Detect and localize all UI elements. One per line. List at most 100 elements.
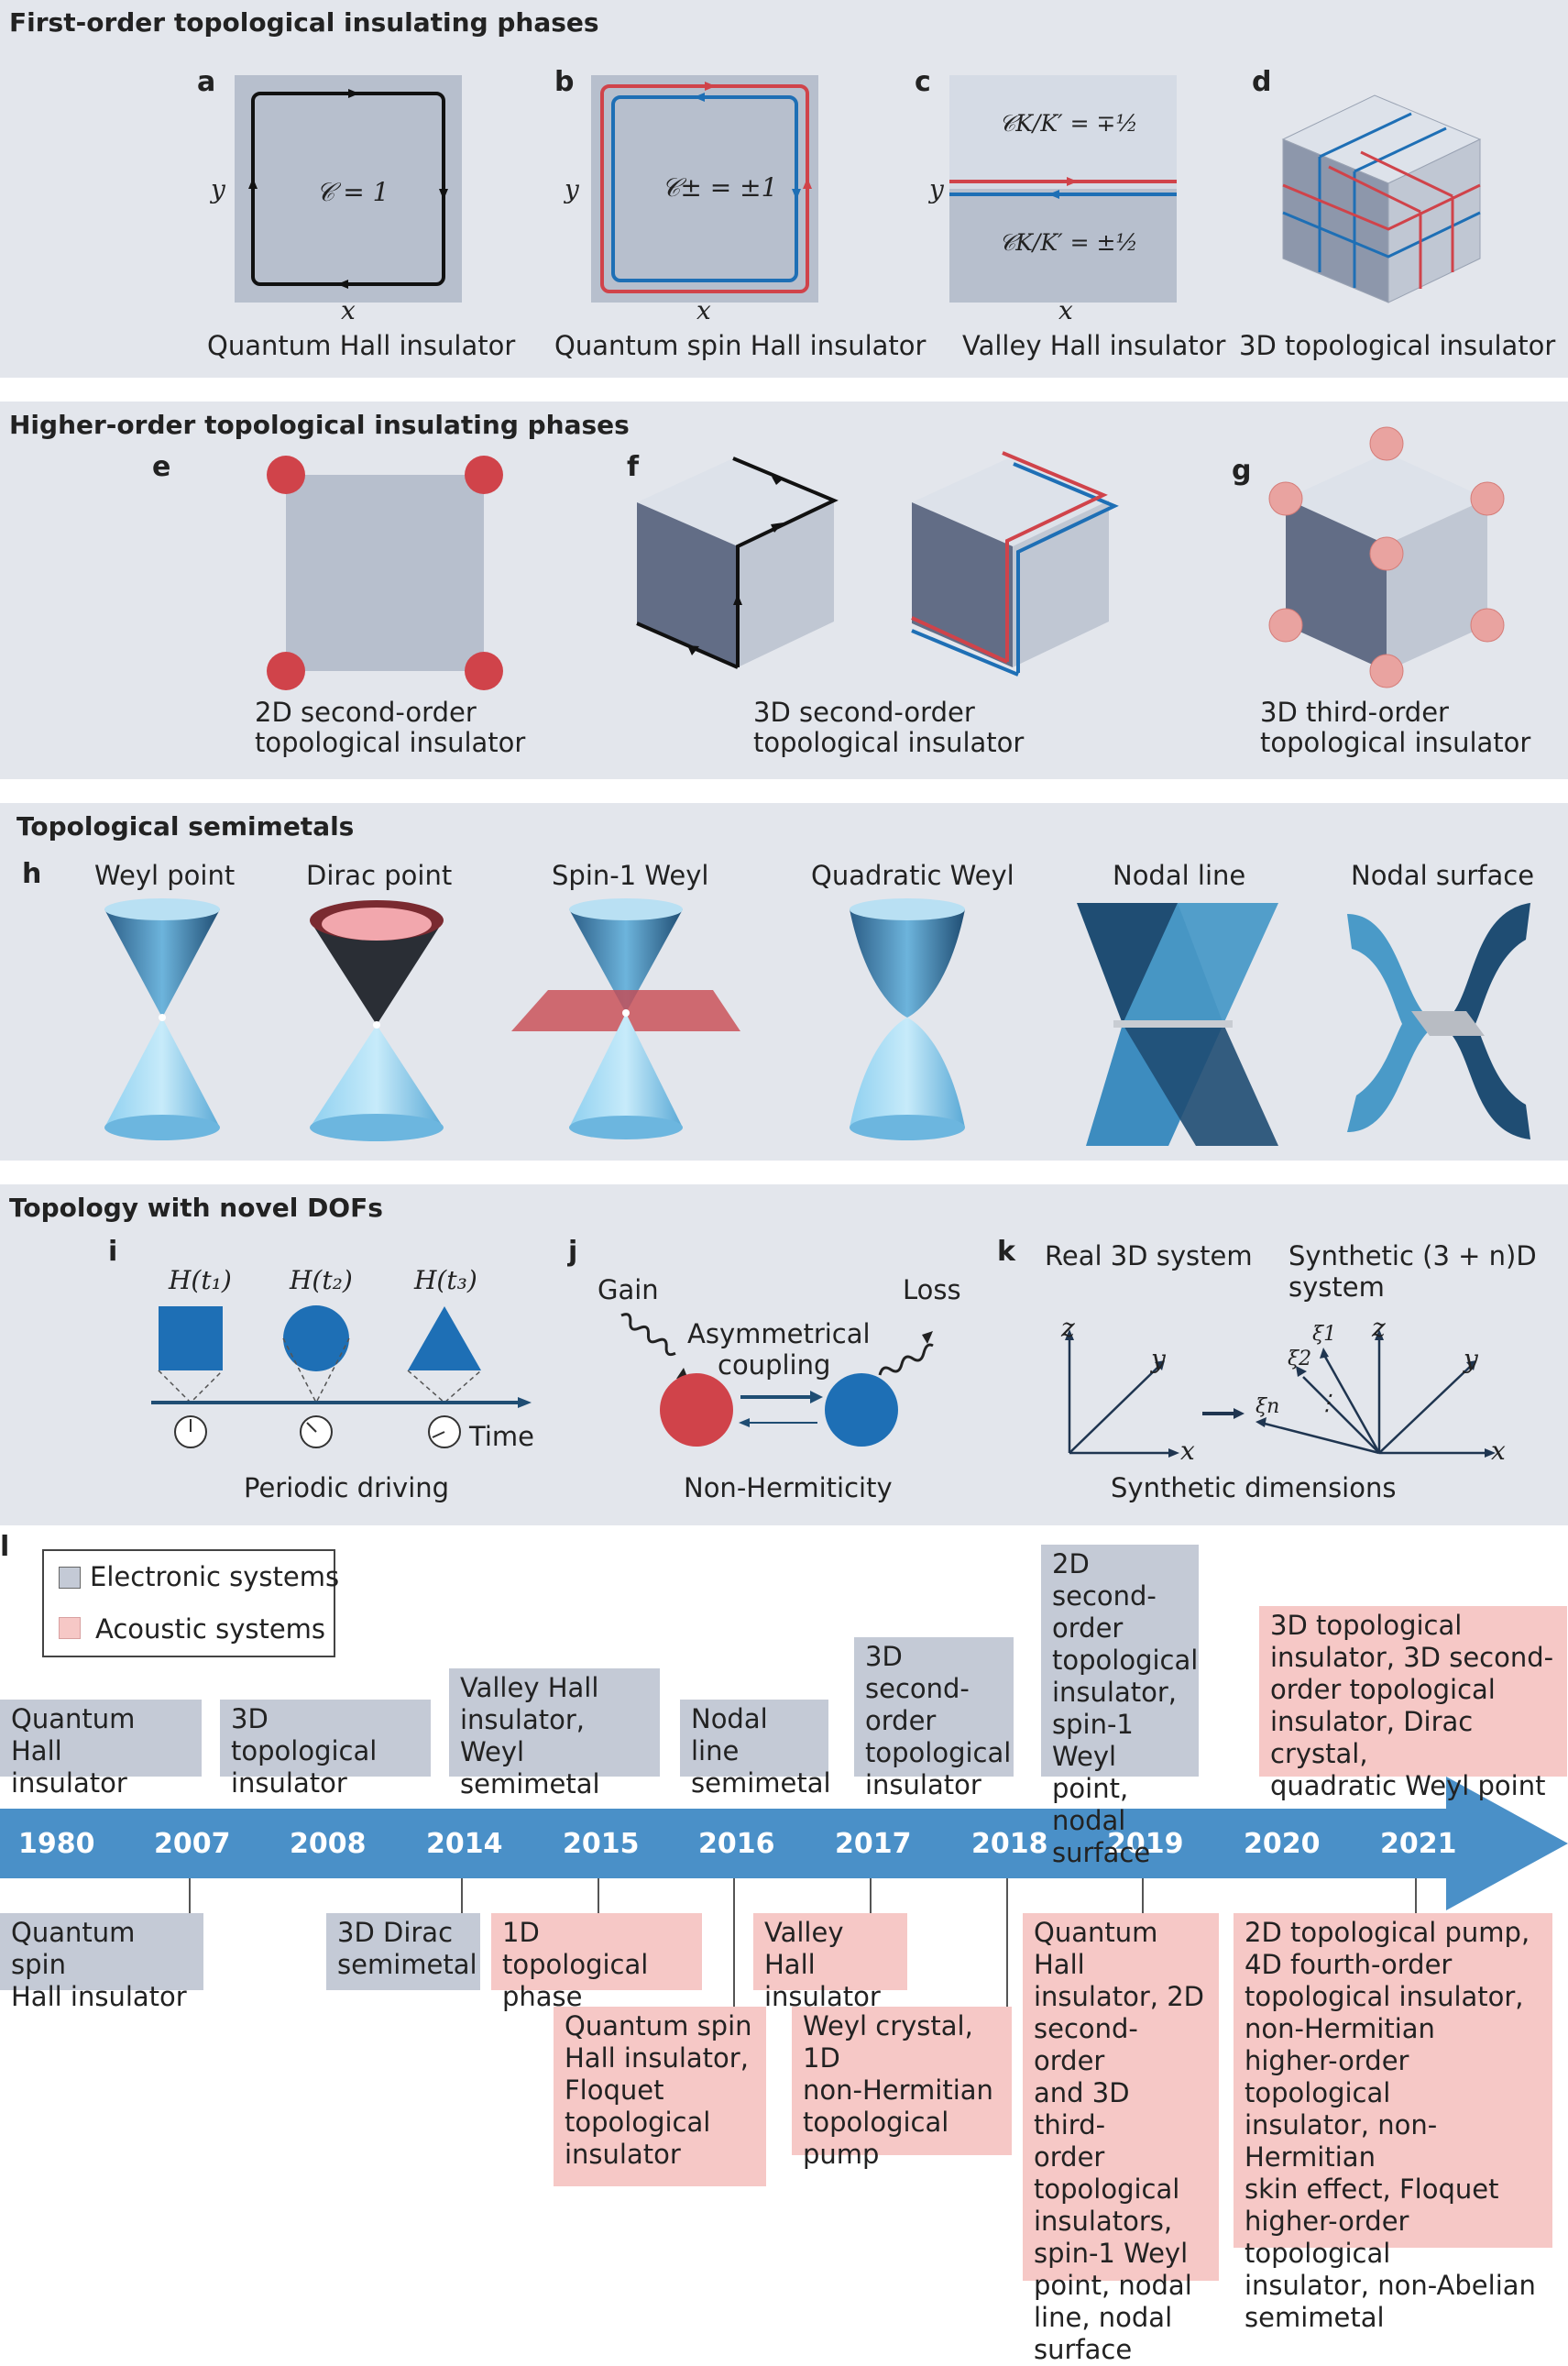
axis-y-b: y [565,174,579,204]
legend-box [42,1549,335,1657]
year-2014: 2014 [426,1828,503,1860]
3d-second-order-cube-double [911,451,1119,677]
year-2008: 2008 [290,1828,367,1860]
quantum-hall-diagram [235,75,462,303]
section-title-novel-dofs: Topology with novel DOFs [9,1193,383,1223]
year-2018: 2018 [971,1828,1048,1860]
synthetic-dimensions-diagram [1065,1329,1496,1458]
hamiltonian-t1: H(t₁) [169,1265,232,1295]
label-nodal-line: Nodal line [1113,860,1246,891]
panel-letter-k: k [997,1236,1015,1268]
k-axis-z-syn: z [1372,1313,1386,1343]
k-axis-y-real: y [1151,1344,1166,1374]
tick-2017 [870,1878,872,1913]
3d-topological-insulator-cube [1281,94,1482,303]
hamiltonian-t2: H(t₂) [290,1265,353,1295]
year-2021: 2021 [1380,1828,1457,1860]
panel-letter-f: f [627,451,640,483]
label-nodal-surface: Nodal surface [1351,860,1535,891]
caption-3d-third-order-line2: topological insulator [1260,727,1531,758]
caption-valley-hall: Valley Hall insulator [962,330,1226,361]
panel-letter-g: g [1232,455,1252,487]
valley-chern-top: 𝒞K/K′ = ∓½ [999,110,1138,137]
3d-third-order-cube [1268,426,1505,688]
valley-hall-diagram [949,75,1177,303]
tick-2016 [733,1878,735,2007]
axis-x-b: x [696,295,711,325]
periodic-driving-diagram [151,1305,532,1448]
tick-2018 [1006,1878,1008,2007]
caption-2d-second-order-line1: 2D second-order [255,697,477,728]
dirac-point-cone [310,900,444,1141]
weyl-point-cone [104,898,220,1140]
caption-non-hermiticity: Non-Hermiticity [684,1472,893,1503]
time-label: Time [469,1421,534,1452]
timeline-arrow [0,1777,1568,1910]
novel-dofs-panel [0,1184,1568,1525]
tick-2014 [461,1878,463,1913]
panel-letter-d: d [1252,66,1272,98]
non-hermitian-diagram [620,1313,934,1447]
axis-x-c: x [1058,295,1073,325]
k-axis-xi1: ξ1 [1312,1323,1337,1346]
quadratic-weyl-cone [850,898,965,1140]
caption-quantum-spin-hall: Quantum spin Hall insulator [554,330,927,361]
axis-x-a: x [341,295,356,325]
legend-electronic: Electronic systems [90,1561,340,1592]
caption-3d-topological-insulator: 3D topological insulator [1239,330,1556,361]
label-weyl-point: Weyl point [94,860,236,891]
year-2017: 2017 [835,1828,912,1860]
tick-2015 [598,1878,599,1913]
loss-label: Loss [903,1274,961,1305]
legend-acoustic: Acoustic systems [95,1613,326,1645]
synthetic-label-line1: Synthetic (3 + n)D [1288,1240,1537,1271]
year-2007: 2007 [154,1828,231,1860]
caption-synthetic-dimensions: Synthetic dimensions [1111,1472,1397,1503]
year-2019: 2019 [1107,1828,1184,1860]
section-title-semimetals: Topological semimetals [16,811,355,842]
axis-y-a: y [211,174,225,204]
gain-label: Gain [598,1274,659,1305]
year-2020: 2020 [1244,1828,1321,1860]
year-1980: 1980 [18,1828,95,1860]
year-2016: 2016 [698,1828,775,1860]
label-spin1-weyl: Spin-1 Weyl [552,860,709,891]
k-axis-z-real: z [1061,1313,1075,1343]
valley-chern-bottom: 𝒞K/K′ = ±½ [999,229,1138,256]
quantum-spin-hall-diagram [591,75,818,303]
chern-number-a: 𝒞 = 1 [316,177,389,207]
synthetic-label-line2: system [1288,1271,1385,1303]
year-2015: 2015 [563,1828,640,1860]
legend-swatch-electronic [59,1567,81,1589]
spin1-weyl-cone [511,898,740,1139]
real-3d-label: Real 3D system [1045,1240,1253,1271]
3d-second-order-cube-single [636,457,839,669]
panel-letter-j: j [568,1236,578,1268]
caption-quantum-hall: Quantum Hall insulator [207,330,516,361]
panel-letter-c: c [915,66,931,98]
caption-periodic-driving: Periodic driving [244,1472,450,1503]
nodal-line-surface [1077,903,1278,1146]
k-axis-y-syn: y [1464,1344,1478,1374]
semimetals-panel [0,803,1568,1161]
section-title-higher-order: Higher-order topological insulating phas… [9,410,630,440]
coupling-label-line1: Asymmetrical [687,1318,871,1349]
chern-number-b: 𝒞± = ±1 [662,172,778,203]
tick-2019 [1142,1878,1144,1913]
panel-letter-l: l [0,1531,10,1563]
2d-second-order-diagram [267,456,503,690]
label-dirac-point: Dirac point [306,860,453,891]
hamiltonian-t3: H(t₃) [414,1265,477,1295]
tick-2021 [1415,1878,1417,1913]
